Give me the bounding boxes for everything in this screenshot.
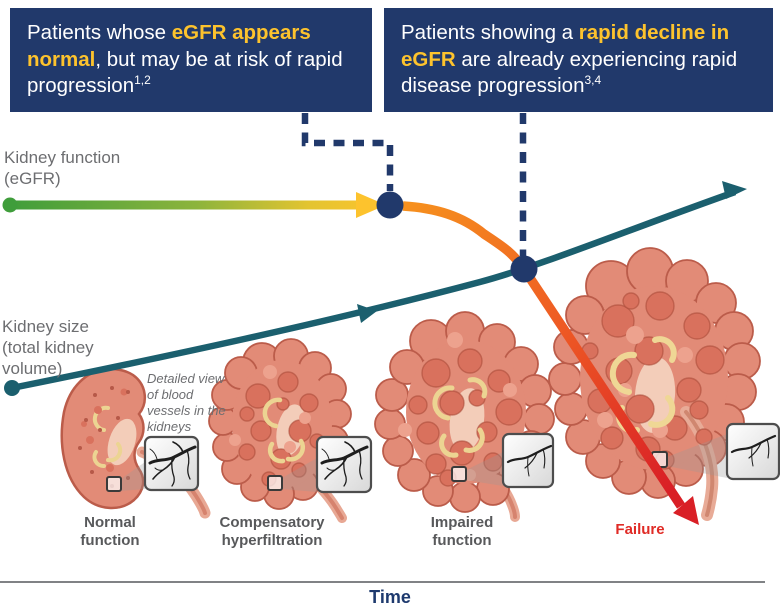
volume-curve-start-dot bbox=[4, 380, 20, 396]
reference-superscript: 1,2 bbox=[134, 73, 151, 88]
time-axis-line bbox=[0, 581, 765, 583]
reference-superscript: 3,4 bbox=[584, 73, 602, 88]
zoom-marker-square-2 bbox=[267, 475, 283, 491]
callout-rapid-decline: Patients showing a rapid decline in eGFR… bbox=[384, 8, 773, 112]
kidney-size-axis-label: Kidney size (total kidney volume) bbox=[2, 317, 94, 379]
vessel-inset-4 bbox=[725, 422, 780, 481]
stage-label-normal: Normal function bbox=[80, 514, 140, 550]
callout-egfr-normal: Patients whose eGFR appears normal, but … bbox=[10, 8, 372, 112]
callout-highlight: eGFR appears normal bbox=[27, 21, 311, 71]
vessel-inset-1 bbox=[143, 435, 200, 492]
connector-wedge bbox=[282, 458, 317, 492]
connector-wedge bbox=[466, 452, 503, 486]
time-axis-label: Time bbox=[369, 587, 411, 607]
kidney-volume-curve bbox=[4, 181, 747, 396]
vessel-detail-callouts bbox=[106, 422, 780, 494]
zoom-marker-square-3 bbox=[451, 466, 467, 482]
kidney-illustration-compensatory bbox=[208, 338, 352, 523]
vessel-inset-2 bbox=[315, 435, 373, 494]
stage-label-compensatory: Compensatory hyperfiltration bbox=[219, 514, 325, 550]
vessel-inset-3 bbox=[501, 432, 555, 489]
connector-wedge bbox=[121, 462, 145, 491]
kidney-function-axis-label: Kidney function (eGFR) bbox=[4, 148, 121, 189]
callout-highlight: rapid decline in eGFR bbox=[401, 21, 730, 71]
kidney-illustration-normal bbox=[60, 367, 211, 519]
egfr-curve-start-dot bbox=[2, 197, 18, 213]
event-marker-dot-2 bbox=[510, 255, 538, 283]
callout-text: Patients whose bbox=[27, 21, 172, 44]
egfr-arrowhead bbox=[356, 192, 386, 218]
detail-view-note: Detailed view of blood vessels in the ki… bbox=[147, 371, 226, 434]
stage-label-impaired: Impaired function bbox=[430, 514, 494, 550]
failure-arrowhead bbox=[673, 496, 699, 525]
event-marker-dot-1 bbox=[376, 191, 404, 219]
callout-text: are already experiencing rapid disease p… bbox=[401, 47, 738, 98]
connector-wedge bbox=[667, 434, 727, 478]
callout-text: , but may be at risk of rapid progressio… bbox=[27, 47, 343, 98]
volume-end-arrowhead bbox=[722, 181, 747, 199]
callout-text: Patients showing a bbox=[401, 21, 579, 44]
zoom-marker-square-1 bbox=[106, 476, 122, 492]
stage-label-failure: Failure bbox=[615, 521, 665, 538]
dashed-connector-1 bbox=[301, 113, 394, 191]
kidney-illustration-failure bbox=[548, 247, 761, 521]
volume-mid-arrowhead bbox=[357, 304, 377, 323]
